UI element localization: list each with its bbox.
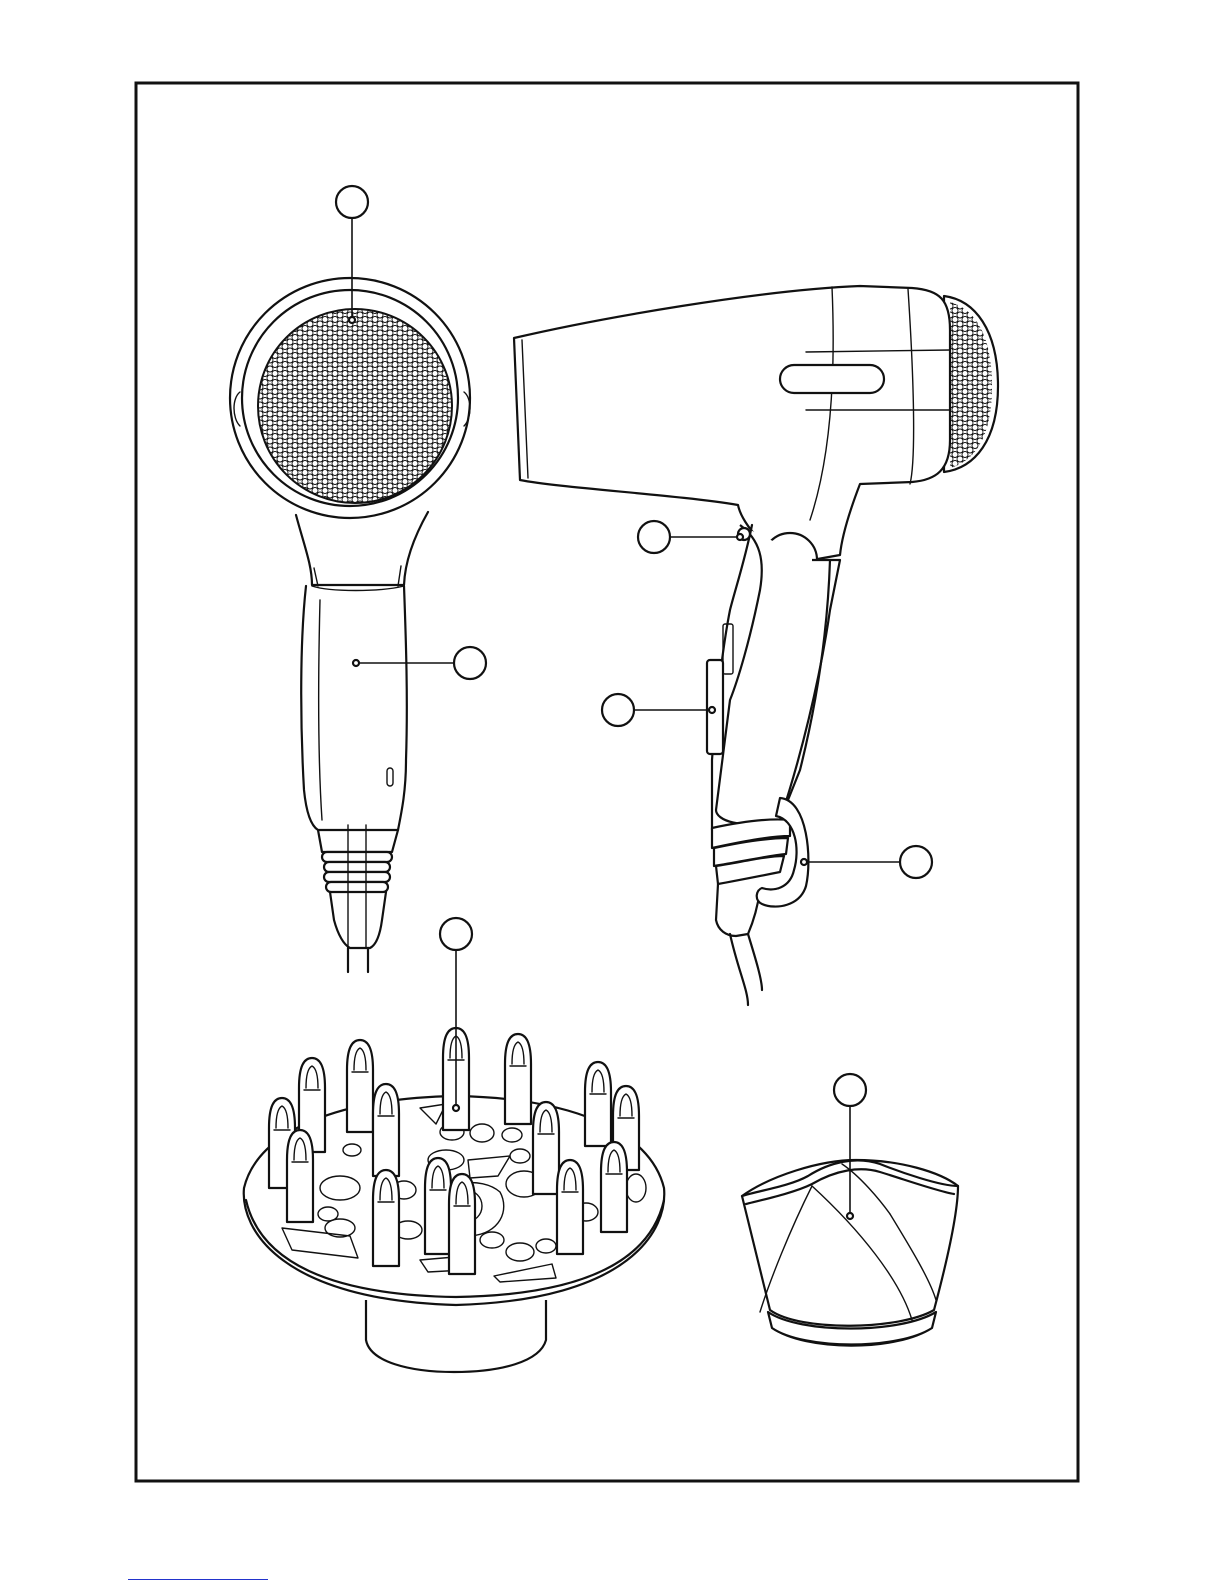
- dryer-front-view: [230, 278, 470, 972]
- callout-hanging-loop: [801, 846, 932, 878]
- dryer-side-view: [514, 286, 998, 1005]
- callout-control-switch: [602, 694, 715, 726]
- callout-handle: [353, 647, 486, 679]
- diffuser-attachment: [244, 1028, 665, 1372]
- footer-link-underline: [128, 1579, 268, 1580]
- callout-fold-hinge-button: [638, 521, 743, 553]
